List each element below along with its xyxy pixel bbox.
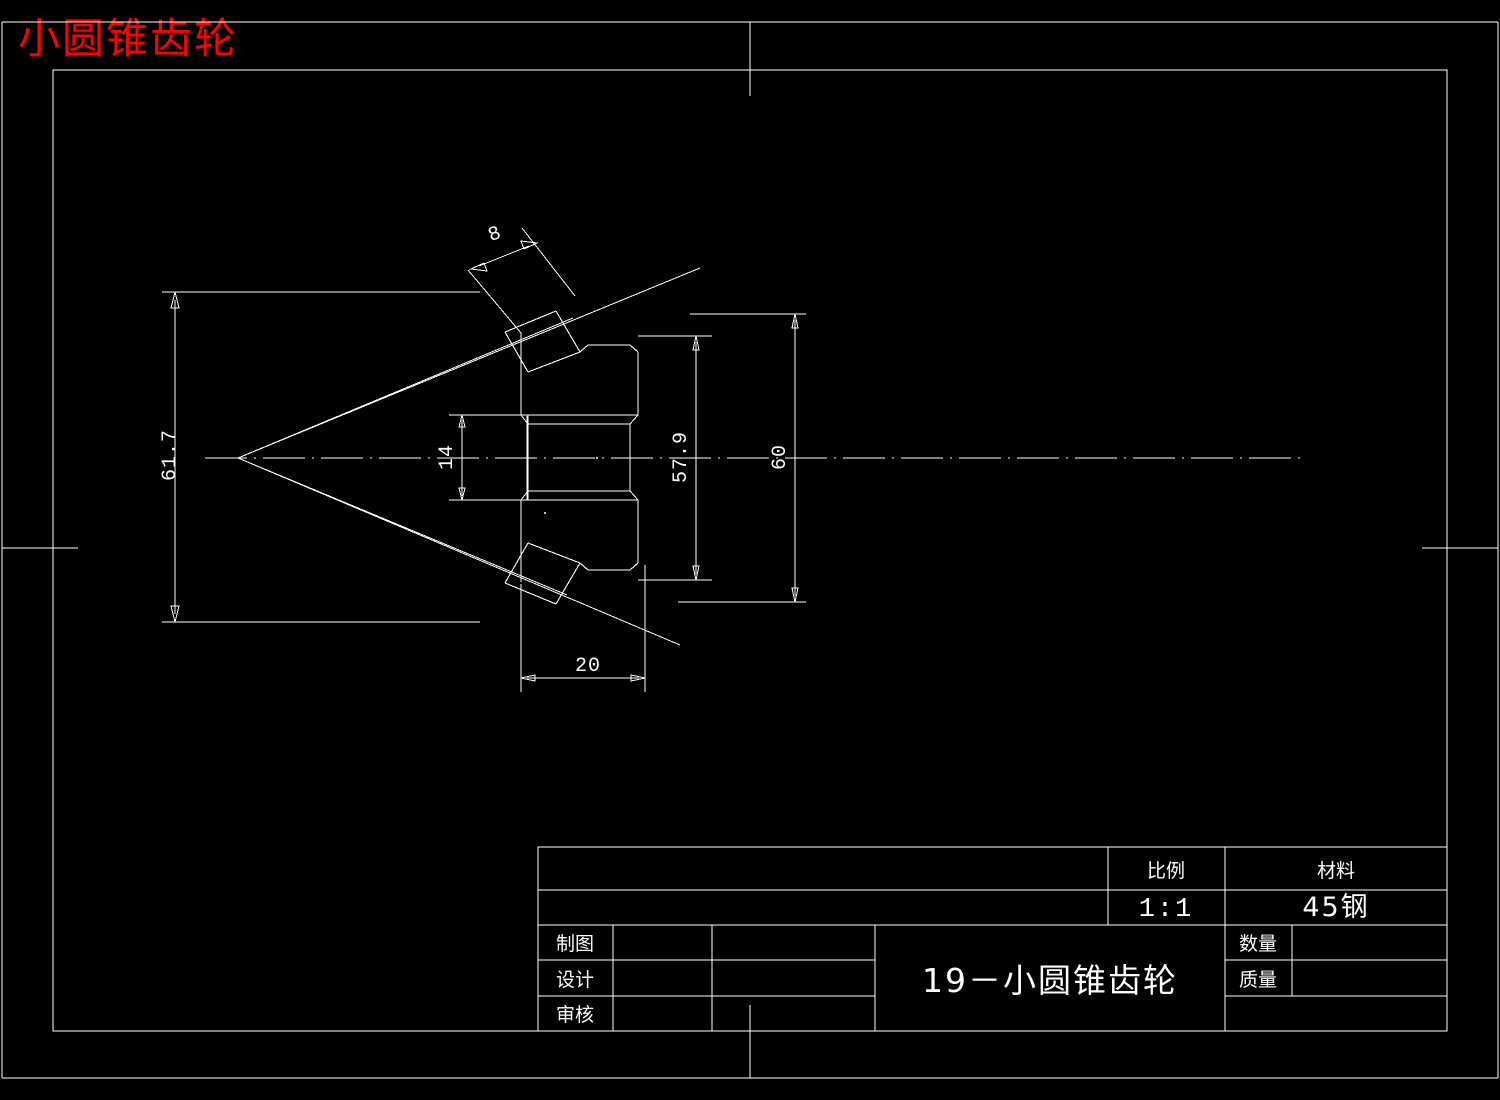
bore-section xyxy=(520,414,639,501)
drawing-frame xyxy=(52,69,1448,1032)
dimension-57-9: 57.9 xyxy=(638,335,712,581)
dimension-value-57-9: 57.9 xyxy=(670,431,693,483)
titleblock-mass-label: 质量 xyxy=(1239,969,1277,991)
sheet-border xyxy=(1,21,1499,1079)
dimension-value-14: 14 xyxy=(436,444,459,470)
page-title: 小圆锥齿轮 xyxy=(18,14,239,63)
titleblock-design-label: 设计 xyxy=(556,969,594,991)
pitch-cone-lines xyxy=(237,267,701,646)
sheet-center-marks xyxy=(2,22,1498,1078)
titleblock-drawn-label: 制图 xyxy=(556,933,594,955)
titleblock-scale-value: 1:1 xyxy=(1139,895,1194,925)
titleblock-part-title: 19－小圆锥齿轮 xyxy=(922,961,1178,1000)
pick-marks xyxy=(544,457,598,514)
dimension-value-8: 8 xyxy=(485,222,505,248)
titleblock-quantity-label: 数量 xyxy=(1239,933,1277,955)
addendum-cone-lines xyxy=(237,317,574,596)
titleblock-material-value: 45钢 xyxy=(1302,892,1369,923)
titleblock-scale-header: 比例 xyxy=(1147,860,1185,882)
titleblock-review-label: 审核 xyxy=(556,1004,594,1026)
titleblock-material-header: 材料 xyxy=(1317,860,1355,882)
gear-body-lower xyxy=(504,499,639,605)
dimension-60: 60 xyxy=(678,313,806,603)
title-block[interactable]: 比例 材料 1:1 45钢 制图 设计 审核 数量 质量 19－小圆锥齿轮 xyxy=(537,846,1448,1032)
dimension-value-60: 60 xyxy=(769,444,792,470)
gear-body-upper xyxy=(504,310,639,416)
dimension-value-61-7: 61.7 xyxy=(159,429,182,481)
dimension-14: 14 xyxy=(436,414,530,501)
dimension-20: 20 xyxy=(520,565,646,692)
dimension-61-7: 61.7 xyxy=(159,291,480,623)
dimension-value-20: 20 xyxy=(575,655,601,678)
